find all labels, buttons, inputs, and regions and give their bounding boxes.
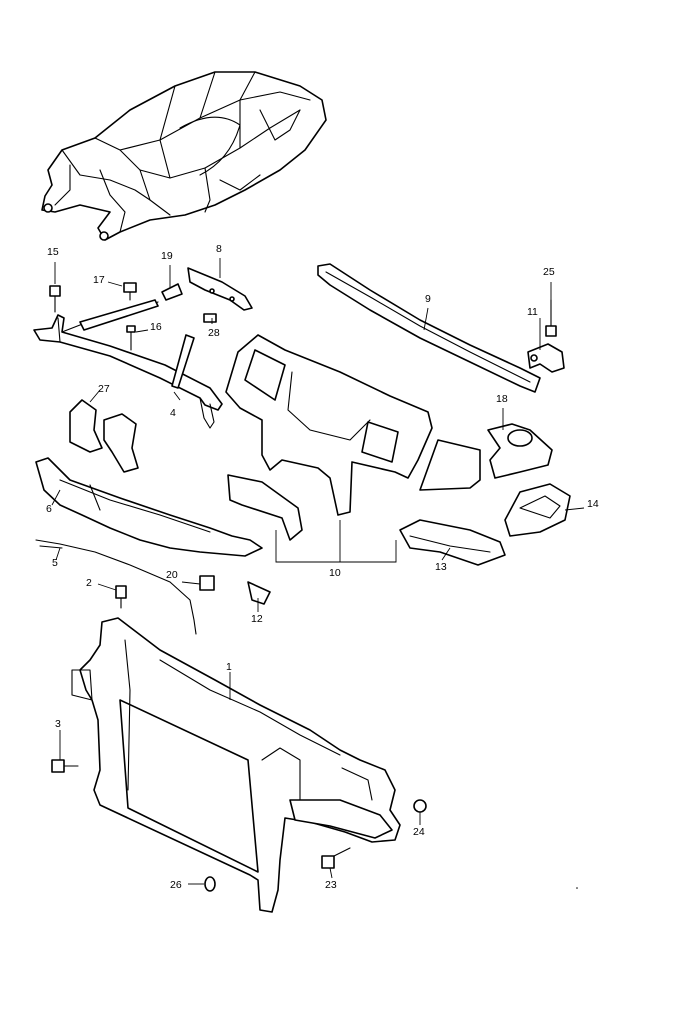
bolt-23 <box>321 847 351 869</box>
callout-24: 24 <box>413 826 425 838</box>
leader-lines <box>51 258 585 885</box>
bracket-27 <box>69 399 139 473</box>
callout-9: 9 <box>425 293 431 305</box>
callout-1: 1 <box>226 661 232 673</box>
callout-8: 8 <box>216 243 222 255</box>
stray-mark <box>576 887 578 889</box>
callout-12: 12 <box>251 613 263 625</box>
callout-16: 16 <box>150 321 162 333</box>
callout-13: 13 <box>435 561 447 573</box>
callout-28: 28 <box>208 327 220 339</box>
nut-24 <box>413 799 427 813</box>
bolt-2 <box>115 585 127 609</box>
callout-14: 14 <box>587 498 599 510</box>
washer-26 <box>204 876 216 892</box>
car-body-shell-illustration <box>41 71 327 241</box>
callout-23: 23 <box>325 879 337 891</box>
callout-2: 2 <box>86 577 92 589</box>
callout-27: 27 <box>98 383 110 395</box>
bolt-3 <box>51 759 79 773</box>
callout-18: 18 <box>496 393 508 405</box>
underbody-shield-6 <box>35 457 263 557</box>
callout-25: 25 <box>543 266 555 278</box>
firewall-panel-10 <box>225 334 571 566</box>
bolt-16 <box>126 325 136 351</box>
bracket-11 <box>527 343 565 373</box>
cable-5 <box>35 539 197 635</box>
crossbar-assembly <box>33 299 223 429</box>
clip-20 <box>199 575 215 591</box>
radiator-support-frame-1 <box>71 617 401 913</box>
callout-20: 20 <box>166 569 178 581</box>
callout-labels: 1 2 3 4 5 6 8 9 10 11 12 13 14 15 16 17 … <box>46 243 599 891</box>
cowl-strip-9 <box>317 263 541 393</box>
callout-26: 26 <box>170 879 182 891</box>
bolt-17 <box>123 282 137 301</box>
bracket-8 <box>187 267 253 311</box>
callout-4: 4 <box>170 407 176 419</box>
callout-3: 3 <box>55 718 61 730</box>
callout-11: 11 <box>527 306 538 318</box>
callout-5: 5 <box>52 557 58 569</box>
bolt-25 <box>545 299 557 337</box>
callout-15: 15 <box>47 246 59 258</box>
bolt-28 <box>203 313 217 323</box>
callout-17: 17 <box>93 274 105 286</box>
clip-19 <box>161 283 183 301</box>
callout-19: 19 <box>161 250 173 262</box>
bolt-15 <box>49 285 61 313</box>
callout-6: 6 <box>46 503 52 515</box>
bracket-12 <box>247 581 271 605</box>
callout-10: 10 <box>329 567 341 579</box>
